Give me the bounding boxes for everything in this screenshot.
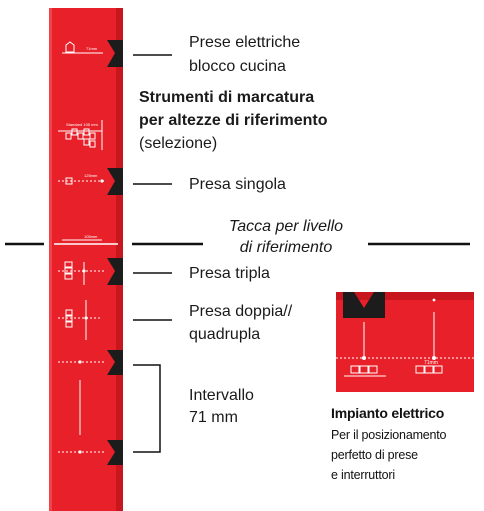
label-reference-notch-line2: di riferimento: [239, 239, 333, 256]
inset-dots: [362, 298, 436, 360]
ruler-mark-standard: Standard 105 mm: [66, 122, 98, 127]
ruler-dots: [78, 179, 104, 454]
inset-desc-line3: e interruttori: [331, 468, 395, 482]
label-kitchen-sockets-line2: blocco cucina: [189, 58, 286, 75]
ruler-notches: [107, 40, 123, 465]
label-triple-socket: Presa tripla: [189, 265, 270, 282]
inset-image: 71mm: [336, 292, 474, 392]
label-kitchen-sockets-line1: Prese elettriche: [189, 34, 301, 51]
inset-markings: [336, 312, 474, 377]
inset-desc-line2: perfetto di prese: [331, 448, 418, 462]
ruler-mark-text: 71mm Standard 105 mm 125mm 105mm: [66, 46, 98, 239]
notch-triple: [107, 258, 123, 285]
label-single-socket: Presa singola: [189, 176, 286, 193]
inset-ruler-shade: [336, 292, 474, 300]
label-marking-tools-line2: per altezze di riferimento: [139, 112, 328, 129]
interval-bracket: [133, 364, 161, 453]
ruler-mark-105: 105mm: [84, 234, 98, 239]
inset-title: Impianto elettrico: [331, 405, 445, 421]
ruler-mark-125: 125mm: [84, 173, 98, 178]
notch-interval-bottom: [107, 440, 123, 465]
inset-desc-line1: Per il posizionamento: [331, 428, 447, 442]
label-double-quad-line2: quadrupla: [189, 326, 261, 343]
label-reference-notch-line1: Tacca per livello: [228, 218, 344, 235]
inset-notch: [343, 292, 385, 318]
label-interval-line1: Intervallo: [189, 387, 254, 404]
ruler-markings: [54, 41, 118, 453]
ruler-mark-71: 71mm: [86, 46, 98, 51]
label-marking-tools-line3: (selezione): [139, 135, 218, 152]
ruler-left-edge: [49, 8, 52, 511]
leader-lines: [133, 54, 172, 453]
ruler: 71mm Standard 105 mm 125mm 105mm: [49, 8, 123, 511]
label-marking-tools-line1: Strumenti di marcatura: [139, 89, 315, 106]
notch-interval-top: [107, 350, 123, 375]
label-double-quad-line1: Presa doppia//: [189, 303, 293, 320]
notch-kitchen: [107, 40, 123, 67]
notch-single: [107, 168, 123, 195]
inset-mark-label: 71mm: [424, 360, 438, 366]
label-interval-line2: 71 mm: [189, 409, 238, 426]
